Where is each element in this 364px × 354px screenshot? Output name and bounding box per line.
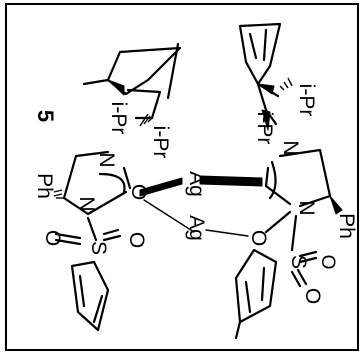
right-ipr-lower-label: i-Pr <box>253 112 276 145</box>
left-imidazoline-ring <box>62 150 132 216</box>
left-nitrogen-lower: N <box>75 196 98 211</box>
right-tolyl-ring <box>234 248 278 340</box>
left-sulfonyl-oxygen-a: O <box>41 230 64 246</box>
right-nitrogen-lower: N <box>295 200 318 215</box>
silver-atom-lower: Ag <box>185 215 208 241</box>
left-ipr-upper-label: i-Pr <box>107 102 130 135</box>
right-imidazoline-ring <box>264 148 343 215</box>
right-ipr-upper: i-Pr <box>257 77 318 117</box>
left-ipr-upper: i-Pr <box>82 78 130 135</box>
left-ligand: i-Pr i-Pr 5 N Ph N O <box>33 42 182 332</box>
right-phenyl-label: Ph <box>335 213 358 239</box>
left-sulfonyl-group: S O O <box>41 216 148 255</box>
right-sulfonyl-oxygen-b: O <box>301 288 324 304</box>
right-ligand: i-Pr i-Pr N N Ph O S O <box>234 22 358 340</box>
right-sulfonyl-oxygen-a: O <box>317 255 338 270</box>
left-sulfur: S <box>87 241 110 255</box>
compound-number: 5 <box>33 110 58 122</box>
left-nitrogen-upper: N <box>95 152 118 167</box>
right-nitrogen-upper: N <box>279 140 302 155</box>
left-ipr-lower-label: i-Pr <box>149 126 172 159</box>
left-ipr-lower: i-Pr <box>139 113 172 159</box>
left-sulfonyl-oxygen-b: O <box>125 232 148 248</box>
left-tolyl-ring <box>70 260 110 332</box>
right-phenyl-wedge <box>329 195 343 215</box>
right-sulfur: S <box>287 255 310 269</box>
silver-core: Ag Ag <box>139 171 263 241</box>
left-o-ag-bond <box>139 177 183 197</box>
ag-carbene-bond <box>199 175 263 187</box>
right-sulfonyl-group: S O O <box>287 214 338 304</box>
right-oxygen: O <box>247 230 270 246</box>
left-phenyl-group: Ph <box>33 173 64 199</box>
left-oxygen: O <box>127 184 150 200</box>
right-aryl-ring <box>238 22 282 126</box>
right-ipr-lower: i-Pr <box>253 109 276 145</box>
right-ipr-upper-label: i-Pr <box>295 84 318 117</box>
figure-frame <box>5 3 359 351</box>
left-phenyl-label: Ph <box>33 173 56 199</box>
